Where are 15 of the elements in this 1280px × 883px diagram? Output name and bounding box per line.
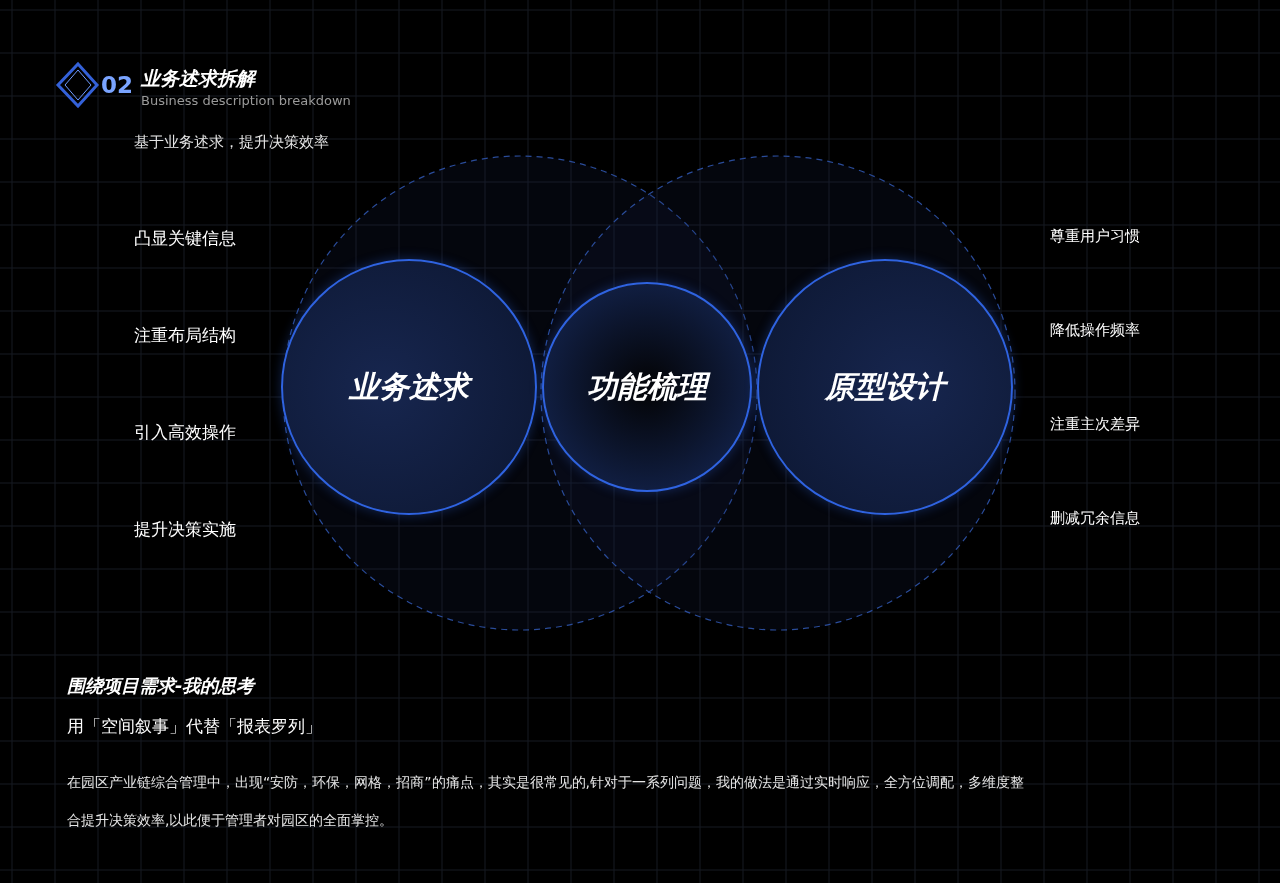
point-text: 注重布局结构: [134, 325, 236, 346]
section-number: 02: [101, 72, 133, 100]
point-text: 降低操作频率: [1050, 321, 1140, 339]
point-text: 凸显关键信息: [134, 228, 236, 249]
point-text: 尊重用户习惯: [1050, 227, 1140, 245]
point-text: 提升决策实施: [134, 519, 236, 540]
section-heading: 围绕项目需求-我的思考: [67, 675, 255, 697]
section-subheading: 用「空间叙事」代替「报表罗列」: [67, 716, 322, 737]
body-paragraph: 在园区产业链综合管理中，出现“安防，环保，网格，招商”的痛点，其实是很常见的,针对于一系列问题，我的做法是通过实时响应，全方位调配，多维度整合提升决策效率,以此便于管理者对园区的全面掌控。: [67, 773, 1025, 830]
point-text: 引入高效操作: [134, 422, 236, 443]
point-text: 删减冗余信息: [1050, 509, 1140, 527]
page-subtitle: Business description breakdown: [141, 93, 351, 109]
page-title: 业务述求拆解: [141, 67, 255, 90]
intro-text: 基于业务述求，提升决策效率: [134, 133, 329, 151]
point-text: 注重主次差异: [1050, 415, 1140, 433]
